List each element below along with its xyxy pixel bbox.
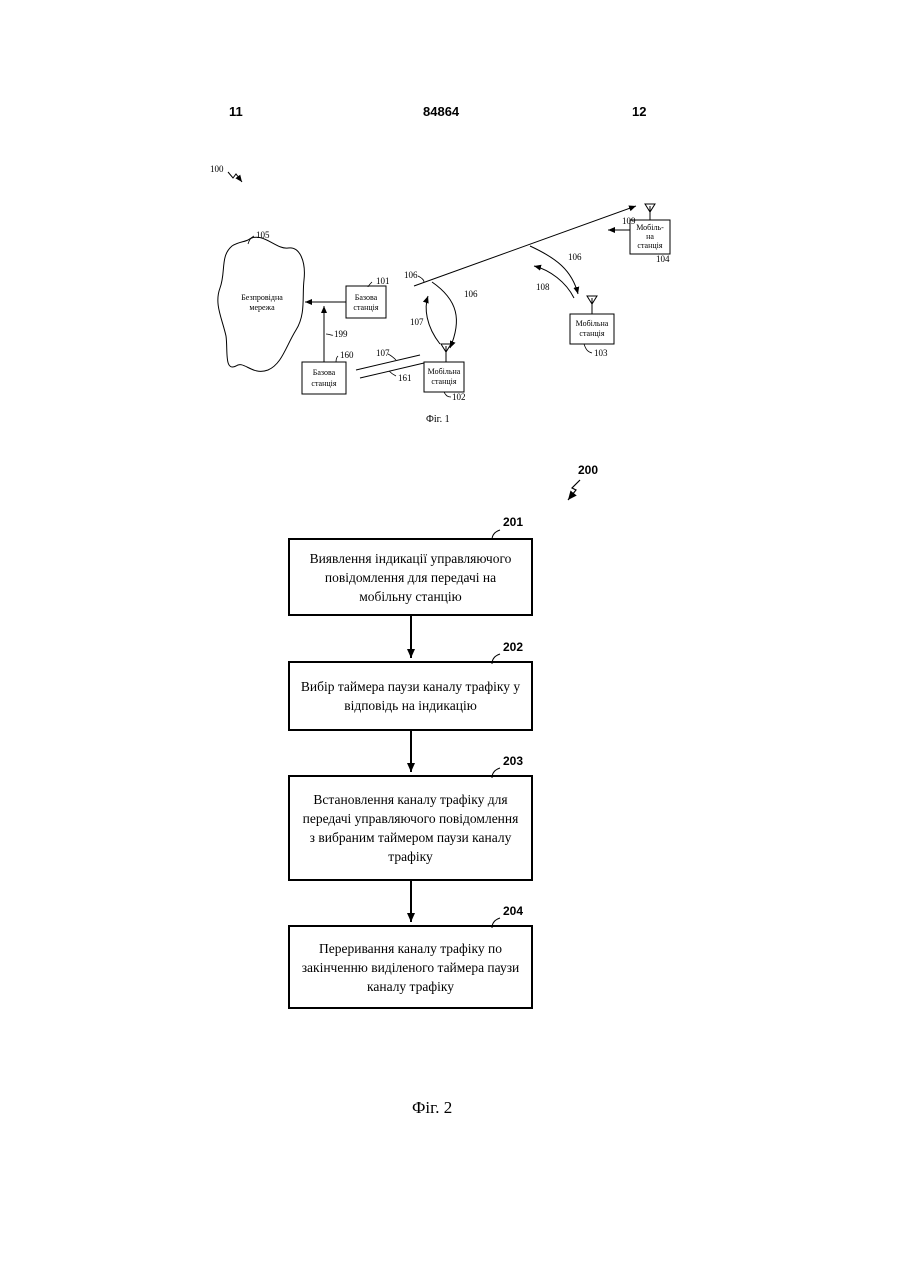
mobile-102-line1: Мобільна [428,367,461,376]
base-station-160-line1: Базова [313,368,336,377]
beam-106-line [414,206,636,286]
base-station-160-line2: станція [311,379,336,388]
antenna-103-icon [587,296,597,314]
ref-200: 200 [578,463,598,477]
ref-106-a: 106 [404,270,418,280]
ref-199: 199 [334,329,348,339]
ref-101: 101 [376,276,390,286]
ref-103: 103 [594,348,608,358]
ref-100-arrow [228,172,242,182]
link-161-line [360,363,424,378]
base-station-101-line1: Базова [355,293,378,302]
network-label-2: мережа [249,303,275,312]
mobile-103-line1: Мобільна [576,319,609,328]
ref-201: 201 [503,515,523,529]
ref-107-link: 107 [376,348,390,358]
network-label-1: Безпровідна [241,293,283,302]
ref-202: 202 [503,640,523,654]
mobile-102-line2: станція [431,377,456,386]
ref-100: 100 [210,164,224,174]
ref-106-c: 106 [568,252,582,262]
ref-104: 104 [656,254,670,264]
antenna-102-icon [441,344,451,362]
mobile-104-line3: станція [637,241,662,250]
ref-161: 161 [398,373,412,383]
figure-1-caption: Фіг. 1 [426,414,450,425]
ref-160: 160 [340,350,354,360]
ref-102: 102 [452,392,466,402]
ref-200-arrow [568,480,580,500]
base-station-101-box [346,286,386,318]
base-station-160-box [302,362,346,394]
ref-106-b: 106 [464,289,478,299]
ref-108: 108 [536,282,550,292]
step-204-box: Переривання каналу трафіку по закінченню… [288,925,533,1009]
ref-204: 204 [503,904,523,918]
step-202-box: Вибір таймера паузи каналу трафіку у від… [288,661,533,731]
ref-105: 105 [256,230,270,240]
mobile-104-line2: на [646,232,654,241]
figure-1-diagram: 100 105 Безпровідна мережа Базова станці… [0,0,901,460]
step-201-box: Виявлення індикації управляючого повідом… [288,538,533,616]
ref-107-curve: 107 [410,317,424,327]
figure-2-caption: Фіг. 2 [412,1098,452,1118]
antenna-104-icon [645,204,655,220]
mobile-104-line1: Мобіль- [636,223,664,232]
base-station-101-line2: станція [353,303,378,312]
mobile-103-line2: станція [579,329,604,338]
step-203-box: Встановлення каналу трафіку для передачі… [288,775,533,881]
ref-203: 203 [503,754,523,768]
ref-109: 109 [622,216,636,226]
arrow-107-from-102 [426,296,440,344]
